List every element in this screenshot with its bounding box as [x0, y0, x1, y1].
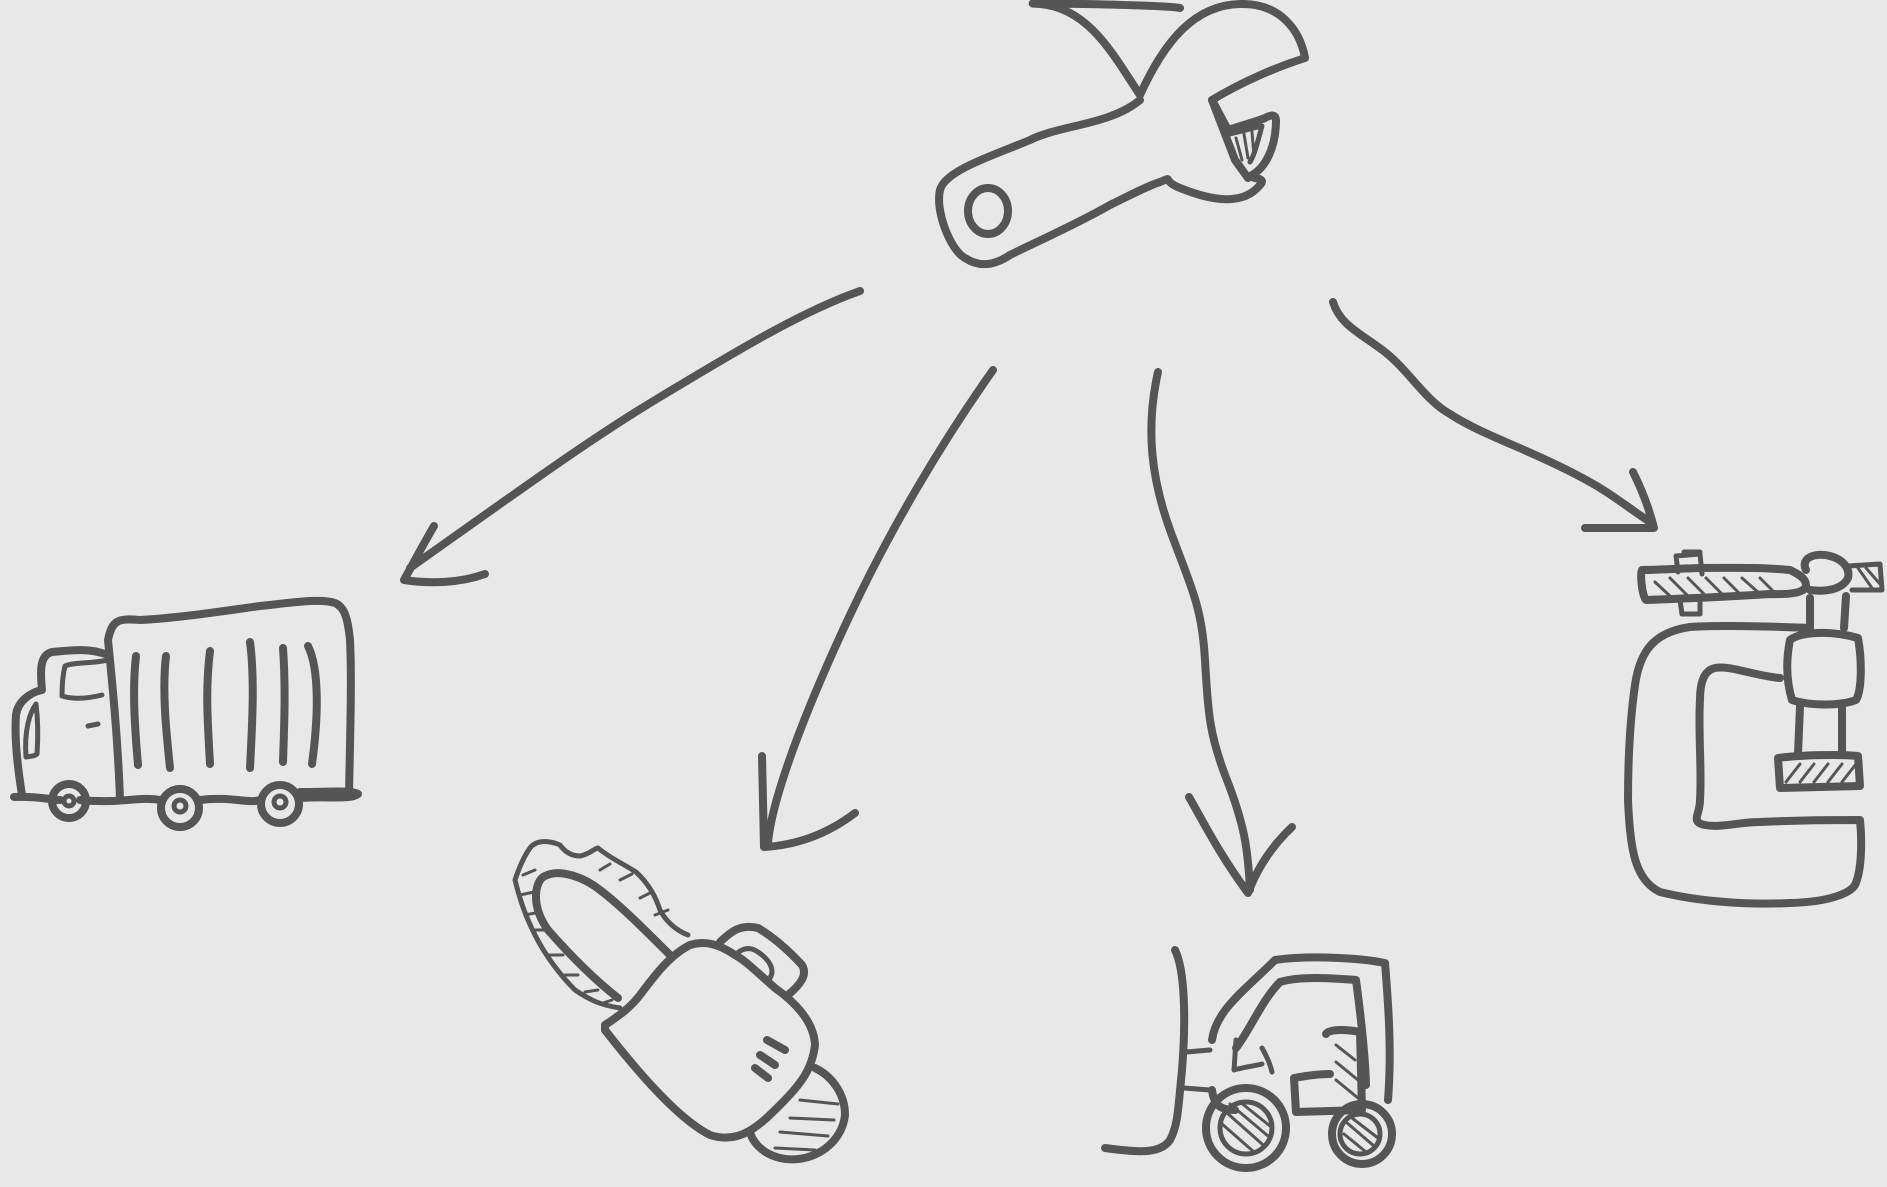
arrow-to-chainsaw [758, 366, 997, 851]
arrow-to-truck [400, 287, 864, 587]
chainsaw-icon [512, 839, 849, 1164]
truck-icon [10, 596, 362, 831]
wrench-icon [935, 0, 1309, 269]
arrow-to-clamp [1329, 298, 1658, 532]
c-clamp-icon [1624, 549, 1885, 908]
forklift-icon [1101, 946, 1396, 1172]
arrow-to-forklift [1147, 368, 1296, 897]
